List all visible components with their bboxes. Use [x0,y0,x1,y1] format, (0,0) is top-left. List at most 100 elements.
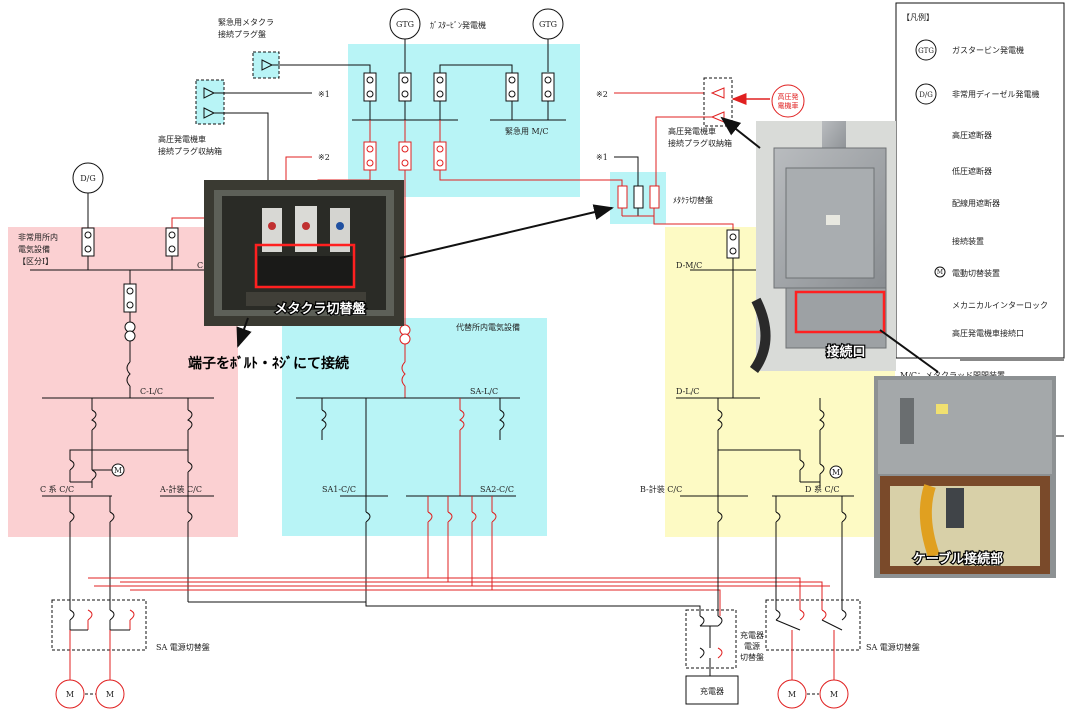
svg-text:電機車: 電機車 [778,101,799,110]
sa-switch-left-contacts [69,609,135,680]
center-lc-feeders [321,398,505,496]
photo-cable-connection: ケーブル接続部 [874,376,1056,578]
metacla-switch-label: ﾒﾀｸﾗ切替盤 [673,195,713,205]
motor-switch-left: M [111,463,125,477]
metacla-switch-breakers [617,185,734,230]
svg-text:M: M [937,269,943,276]
sa1-cc-label: SA1-C/C [322,485,356,494]
hv-plug-box-left [195,79,225,125]
svg-text:高圧発: 高圧発 [778,92,799,101]
svg-text:接続装置: 接続装置 [952,236,984,246]
charger-switch-label-2: 電源 [744,642,760,651]
charger-label: 充電器 [700,686,724,696]
svg-text:M: M [788,690,796,699]
sa-switch-panel-right [765,599,861,651]
gtg-bus-breakers [352,39,566,121]
charger-switch-panel [685,609,737,669]
motor-right-2: M [819,679,849,709]
svg-text:メタクラ切替盤: メタクラ切替盤 [274,301,366,317]
dg-generator: D/G [72,162,104,194]
sa-lc-label: SA-L/C [470,387,498,396]
area-left-label-3: 【区分Ⅰ】 [18,257,53,266]
svg-text:非常用ディーゼル発電機: 非常用ディーゼル発電機 [952,89,1039,99]
gtg-generator-2: GTG [532,8,564,40]
hv-box-right-label-2: 接続プラグ収納箱 [668,138,732,148]
charger-switch-label-1: 充電器 [740,630,764,640]
c-lc-label: C-L/C [140,387,163,396]
svg-text:【凡例】: 【凡例】 [902,12,934,22]
svg-text:高圧遮断器: 高圧遮断器 [952,130,992,140]
svg-text:高圧発電機車接続口: 高圧発電機車接続口 [952,328,1024,338]
bolt-connection-caption: 端子をﾎﾞﾙﾄ・ﾈｼﾞにて接続 [188,355,349,372]
svg-text:GTG: GTG [539,20,557,29]
svg-text:M: M [106,690,114,699]
d-lc-label: D-L/C [676,387,699,396]
emergency-plug-label-1: 緊急用メタクラ [218,17,274,27]
motor-left-1: M [55,679,85,709]
hv-box-left-label-1: 高圧発電機車 [158,134,206,144]
right-cc-outputs [717,496,847,616]
gtg-generator-1: GTG [389,8,421,40]
svg-text:M: M [830,690,838,699]
svg-text:ガスタービン発電機: ガスタービン発電機 [952,45,1024,55]
gtg-label: ｶﾞｽﾀｰﾋﾞﾝ発電機 [430,20,486,30]
svg-text:M: M [66,690,74,699]
motor-switch-right: M [829,465,843,479]
note1-right: ※1 [596,153,608,162]
note1-left: ※1 [318,90,330,99]
svg-text:メカニカルインターロック: メカニカルインターロック [952,301,1048,310]
alt-area-label: 代替所内電気設備 [456,322,520,332]
motor-right-1: M [777,679,807,709]
center-transformer [399,324,411,398]
hv-box-right-label-1: 高圧発電機車 [668,126,716,136]
svg-text:GTG: GTG [396,20,414,29]
legend: 【凡例】 GTG ガスタービン発電機 D/G 非常用ディーゼル発電機 高圧遮断器… [895,2,1065,359]
charger-box [685,675,739,705]
sa-switch-left-label: SA 電源切替盤 [156,642,210,652]
photo-connector-box: 接続口 [749,121,896,373]
note2-left: ※2 [318,153,330,162]
hv-truck-badge [771,84,805,118]
svg-text:接続口: 接続口 [826,344,865,360]
a-cc-label: A-計装 C/C [159,484,202,494]
svg-text:D/G: D/G [919,91,933,99]
b-cc-label: B-計装 C/C [640,484,682,494]
emergency-mc-label: 緊急用 M/C [505,126,549,136]
charger-switch-label-3: 切替盤 [740,652,764,662]
area-left-label-1: 非常用所内 [18,232,58,242]
c-mc-label: C [197,261,203,270]
area-left-label-2: 電気設備 [18,244,50,254]
c-cc-label: C 系 C/C [40,484,74,494]
left-lc-feeders [69,398,193,496]
area-alternate-electrical [282,318,547,536]
sa-switch-panel-left [51,599,147,651]
area-emergency-division-1 [8,227,238,537]
emergency-plug-label-2: 接続プラグ盤 [218,29,266,39]
d-mc-label: D-M/C [676,261,702,270]
left-cc-outputs [69,496,701,616]
svg-text:ケーブル接続部: ケーブル接続部 [913,551,1003,567]
svg-text:M: M [832,468,840,477]
mc-note: M/C：メタクラッド開閉装置 [900,370,1005,380]
right-mc-breaker [676,229,760,399]
svg-text:低圧遮断器: 低圧遮断器 [952,166,992,176]
center-cc-outputs [365,496,497,602]
right-lc-feeders [717,398,825,496]
svg-text:M: M [114,466,122,475]
sa-switch-right-label: SA 電源切替盤 [866,642,920,652]
svg-text:D/G: D/G [80,174,96,183]
red-distribution-lines [88,577,830,616]
svg-text:配線用遮断器: 配線用遮断器 [952,198,1000,208]
charger-switch-contacts [699,615,723,676]
sa2-cc-label: SA2-C/C [480,485,514,494]
d-cc-label: D 系 C/C [805,484,839,494]
note2-right: ※2 [596,90,608,99]
motor-left-2: M [95,679,125,709]
photo-metacla-switch: メタクラ切替盤 [204,180,404,326]
svg-text:電動切替装置: 電動切替装置 [952,268,1000,278]
hv-plug-box-right [703,77,733,127]
hv-box-left-label-2: 接続プラグ収納箱 [158,146,222,156]
sa-switch-right-contacts [775,609,847,680]
svg-text:GTG: GTG [918,47,934,55]
